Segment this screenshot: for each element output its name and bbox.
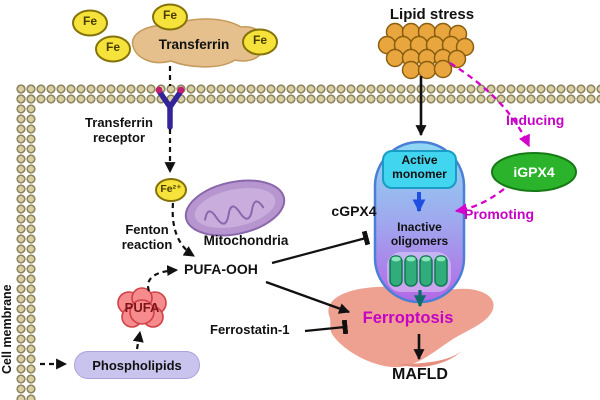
fe-label: Fe (162, 8, 177, 22)
oligomer-cylinder (404, 255, 418, 287)
inhibit-ferrostatin-ferroptosis (304, 319, 349, 335)
fe2-label: Fe²⁺ (160, 183, 182, 195)
fe-ion (72, 9, 108, 37)
fe-label: Fe (82, 14, 97, 28)
oligomer-cylinder (389, 255, 403, 287)
arrow-pufaooh-to-ferroptosis (265, 280, 351, 314)
arrow-inducing (449, 62, 531, 148)
pufa-blob (117, 287, 167, 328)
mitochondria-shape (184, 179, 286, 237)
inhibit-pufaooh-gpx4 (271, 230, 371, 265)
transferrin-receptor-shape (155, 86, 185, 130)
transferrin-receptor-label: Transferrin receptor (85, 115, 153, 145)
pufa-label: PUFA (124, 300, 160, 315)
ferroptosis-label: Ferroptosis (362, 309, 454, 327)
pufa-ooh-label: PUFA-OOH (184, 261, 258, 277)
inducing-label: Inducing (506, 112, 565, 128)
igpx4-label: iGPX4 (513, 164, 555, 180)
fe-label: Fe (105, 40, 120, 54)
mitochondria-label: Mitochondria (203, 233, 289, 248)
active-monomer-label: Active monomer (392, 153, 447, 181)
oligomer-cylinders (387, 252, 451, 292)
cgpx4-label: cGPX4 (331, 203, 377, 219)
fe-label: Fe (252, 33, 267, 47)
arrow-fenton-reaction (171, 202, 195, 257)
inactive-oligomers-label: Inactive oligomers (390, 220, 449, 248)
fe-ions (72, 3, 278, 63)
lipid-droplet-cluster (377, 22, 475, 80)
fe-ion (152, 3, 188, 31)
mafld-label: MAFLD (392, 366, 448, 383)
fenton-reaction-label: Fenton reaction (121, 222, 173, 252)
oligomer-cylinder (434, 255, 448, 287)
fe-ion (95, 35, 131, 63)
arrow-pufa-to-pufaooh (146, 265, 179, 292)
phospholipids-pill: Phospholipids (74, 351, 200, 379)
liver-shape (328, 286, 494, 368)
lipid-stress-label: Lipid stress (389, 6, 475, 23)
oligomer-cylinder (419, 255, 433, 287)
igpx4-oval (491, 152, 577, 192)
fe-ion (242, 28, 278, 56)
ferrostatin-label: Ferrostatin-1 (210, 322, 290, 337)
promoting-label: Promoting (464, 206, 534, 222)
arrow-promoting (454, 188, 505, 216)
cell-membrane-label: Cell membrane (0, 284, 14, 374)
active-monomer-box (382, 150, 457, 189)
liver-lobe (398, 351, 462, 367)
phospholipids-label: Phospholipids (92, 357, 182, 373)
arrow-phospholipids-to-pufa (132, 330, 144, 350)
transferrin-label: Transferrin (158, 37, 230, 52)
cell-membrane-left (16, 84, 36, 400)
fe2-ion (155, 178, 187, 202)
